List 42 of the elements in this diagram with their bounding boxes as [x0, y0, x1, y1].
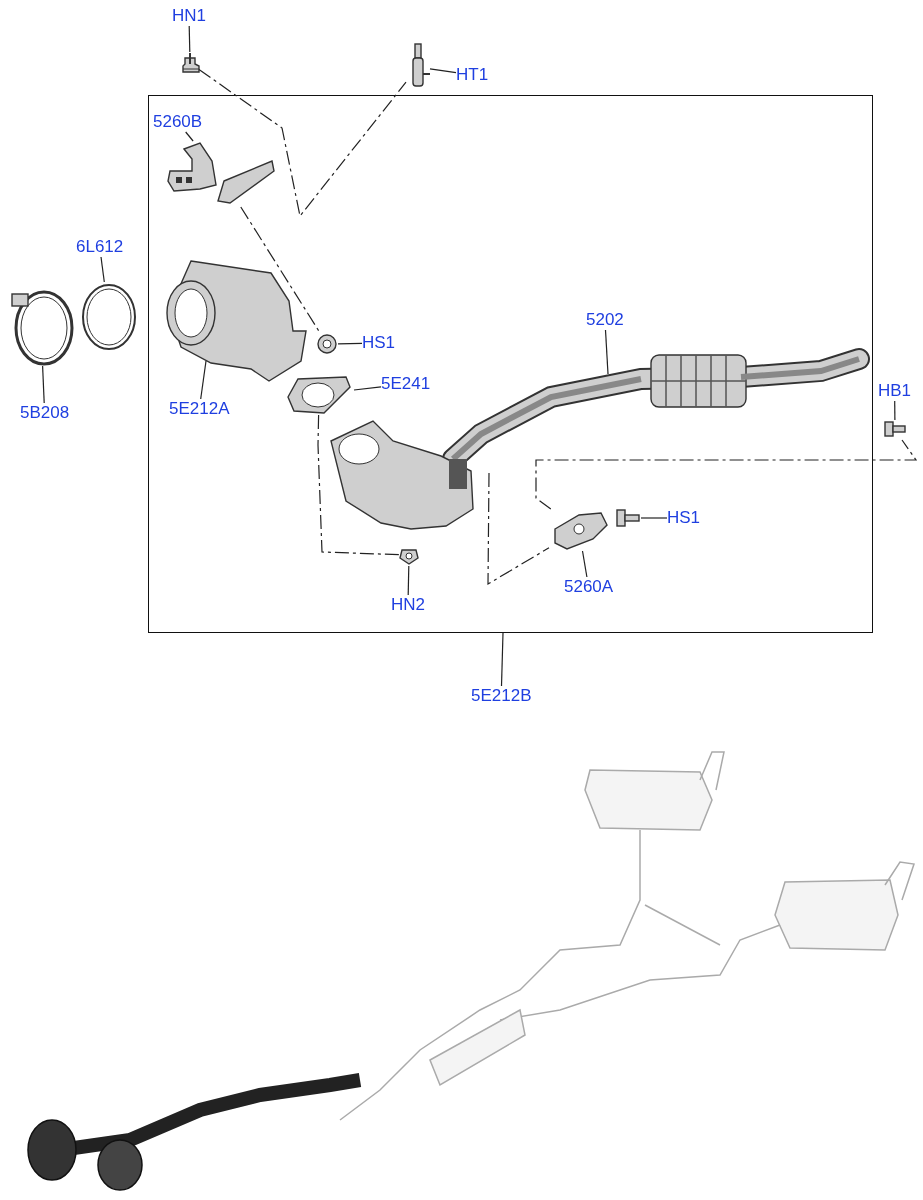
leader-line — [353, 386, 382, 391]
callout-number: 5E241 — [381, 374, 431, 394]
callout-number: 5E212B — [471, 686, 532, 706]
assembly-line — [535, 439, 918, 510]
callout-number: 5B208 — [20, 403, 70, 423]
bolt-drawing — [883, 420, 907, 440]
leader-line — [185, 131, 194, 142]
bolt-drawing — [316, 333, 338, 355]
leader-line — [337, 342, 363, 345]
leader-line — [894, 400, 896, 421]
callout-number: HN1 — [172, 6, 206, 26]
leader-line — [581, 550, 588, 578]
leader-line — [640, 517, 668, 519]
callout-number: 5E212A — [169, 399, 230, 419]
leader-line — [500, 632, 504, 687]
assembly-line — [487, 472, 550, 586]
leader-line — [200, 360, 207, 400]
callout-number: 5260A — [564, 577, 614, 597]
gasket-ring-drawing — [80, 282, 138, 352]
assembly-line — [240, 206, 321, 334]
leader-line — [407, 565, 410, 596]
bolt-drawing — [615, 509, 641, 527]
callout-number: 5202 — [586, 310, 624, 330]
leader-line — [188, 25, 191, 53]
leader-line — [604, 329, 609, 375]
assembly-line — [317, 414, 400, 556]
callout-number: 5260B — [153, 112, 203, 132]
gasket-drawing — [284, 373, 354, 415]
callout-number: 6L612 — [76, 237, 124, 257]
bracket-drawing — [164, 141, 276, 207]
callout-number: HB1 — [878, 381, 912, 401]
leader-line — [42, 365, 45, 404]
frame-box — [148, 95, 873, 633]
callout-number: HN2 — [391, 595, 425, 615]
callout-number: HT1 — [456, 65, 489, 85]
callout-number: HS1 — [362, 333, 396, 353]
leader-line — [429, 68, 457, 74]
assembly-line — [198, 68, 407, 218]
leader-line — [100, 256, 105, 283]
catalytic-converter-drawing — [331, 419, 476, 531]
callout-number: HS1 — [667, 508, 701, 528]
nut-drawing — [181, 52, 199, 74]
